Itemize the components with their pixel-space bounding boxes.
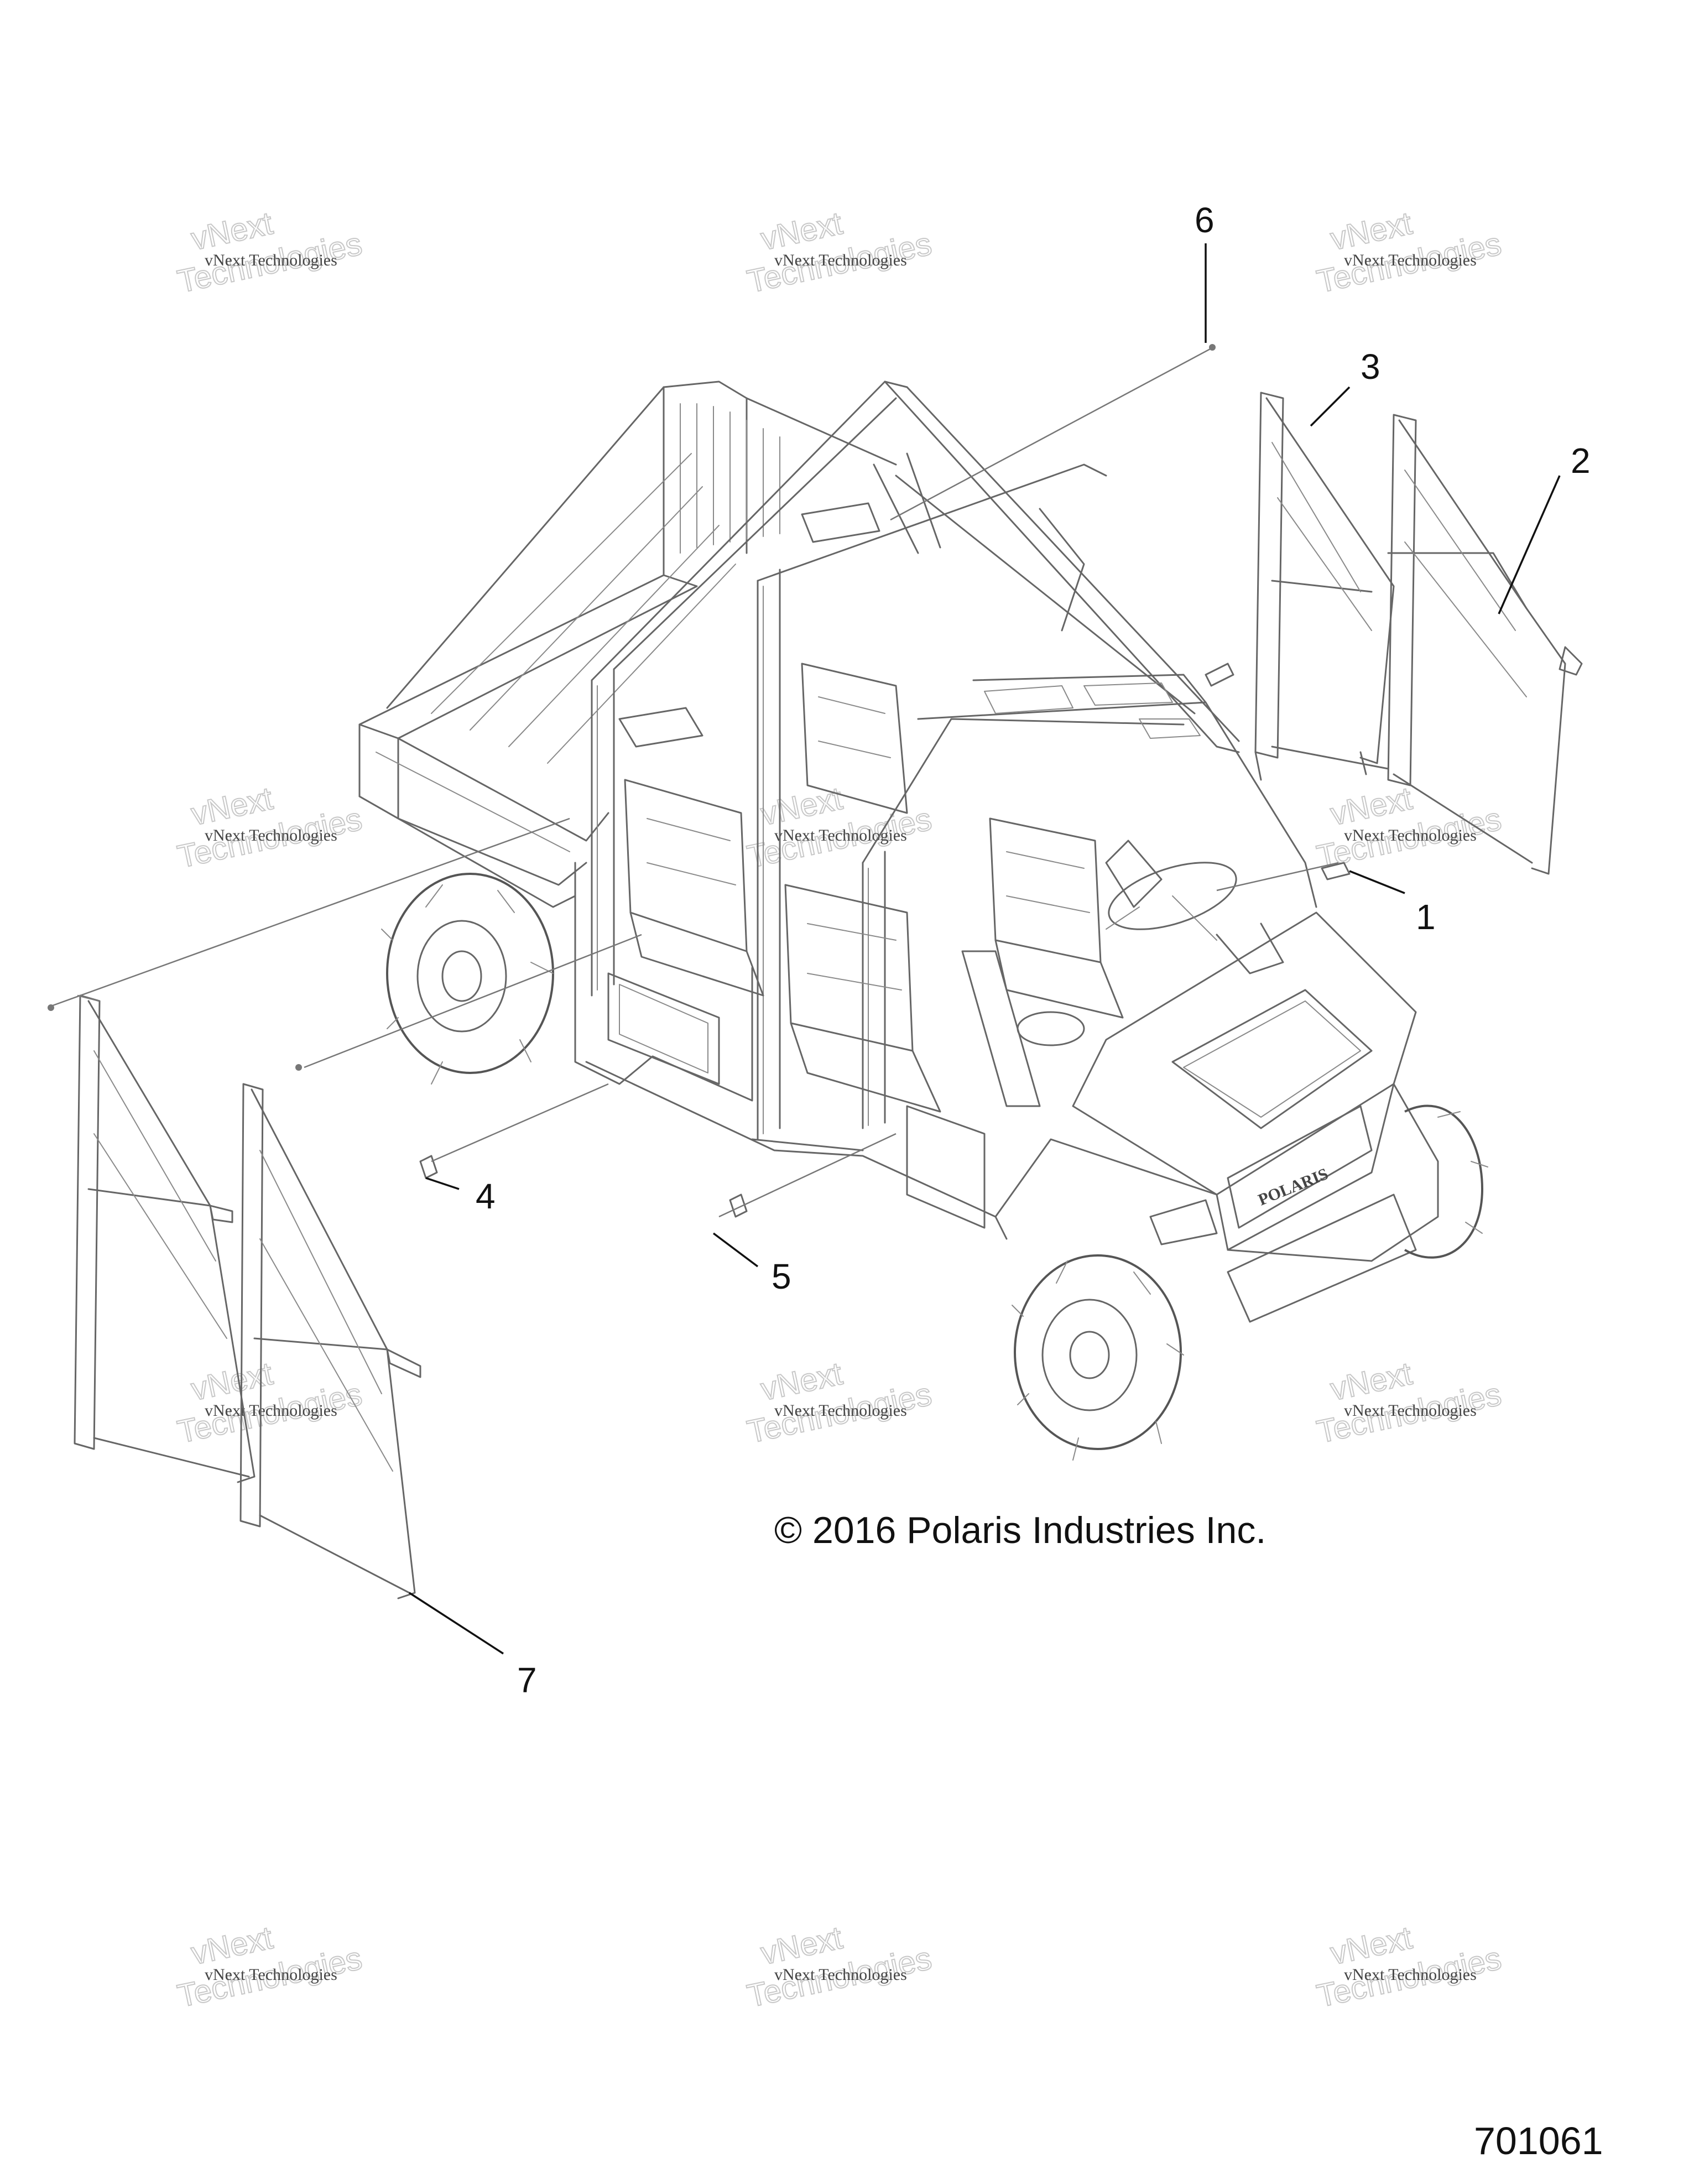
steering-wheel [1106,862,1284,974]
svg-text:vNext Technologies: vNext Technologies [774,251,907,269]
svg-text:vNext Technologies: vNext Technologies [1344,1966,1477,1984]
side-body [574,862,1008,1240]
diagram-part-number: 701061 [1474,2119,1603,2162]
watermark: vNext Technologies vNext Technologies [174,205,366,300]
assembly-lines [48,344,1339,1218]
watermark: vNext Technologies vNext Technologies [743,205,935,300]
svg-text:vNext Technologies: vNext Technologies [205,826,337,845]
svg-text:vNext Technologies: vNext Technologies [205,1401,337,1420]
svg-text:vNext Technologies: vNext Technologies [1344,826,1477,845]
callout-1: 1 [1416,897,1436,937]
svg-text:vNext Technologies: vNext Technologies [774,1401,907,1420]
center-console [961,950,1085,1107]
callout-3: 3 [1361,347,1380,387]
rear-seats [624,663,908,997]
front-right-wheel [1404,1104,1488,1259]
fastener-dot [295,1064,302,1071]
hood: POLARIS [994,911,1439,1323]
leader-3 [1310,386,1351,427]
svg-text:vNext Technologies: vNext Technologies [1344,251,1477,269]
svg-text:vNext Technologies: vNext Technologies [774,826,907,845]
fastener-dot [48,1004,54,1011]
door-net-front-3 [1254,392,1395,781]
callout-6: 6 [1195,200,1215,240]
cargo-bed [358,380,897,908]
watermark: vNext Technologies vNext Technologies [1313,205,1505,300]
watermarks: vNext Technologies vNext Technologies vN… [174,205,1505,2015]
callout-numbers: 1 2 3 4 5 6 7 [476,200,1591,1700]
dashboard [917,674,1317,908]
svg-text:vNext Technologies: vNext Technologies [205,1966,337,1984]
leader-2 [1498,475,1561,614]
front-seats [784,817,1163,1113]
watermark: vNext Technologies vNext Technologies [174,780,366,875]
leader-5 [712,1232,759,1268]
copyright-notice: © 2016 Polaris Industries Inc. [774,1509,1266,1551]
callout-4: 4 [476,1176,496,1216]
leader-4 [425,1177,460,1190]
watermark: vNext Technologies vNext Technologies [743,1355,935,1451]
callout-leaders [409,243,1561,1655]
watermark: vNext Technologies vNext Technologies [1313,1919,1505,2015]
mount-hardware [419,663,1351,1218]
leader-7 [409,1592,504,1655]
svg-text:vNext Technologies: vNext Technologies [1344,1401,1477,1420]
leader-1 [1349,870,1405,894]
callout-5: 5 [772,1257,791,1296]
rear-left-wheel [381,873,554,1085]
door-net-rear-right-7 [239,1083,421,1599]
watermark: vNext Technologies vNext Technologies [174,1355,366,1451]
grille-brand-logo: POLARIS [1255,1165,1331,1210]
svg-text:vNext Technologies: vNext Technologies [205,251,337,269]
door-net-front-2 [1387,414,1583,875]
front-left-wheel [1012,1254,1184,1461]
svg-text:vNext Technologies: vNext Technologies [774,1966,907,1984]
utv-vehicle-drawing: POLARIS [358,380,1488,1461]
watermark: vNext Technologies vNext Technologies [174,1919,366,2015]
watermark: vNext Technologies vNext Technologies [743,1919,935,2015]
watermark: vNext Technologies vNext Technologies [1313,1355,1505,1451]
callout-2: 2 [1571,441,1591,481]
callout-7: 7 [517,1660,537,1700]
fastener-dot [1209,344,1216,351]
roll-cage [591,380,1240,1140]
